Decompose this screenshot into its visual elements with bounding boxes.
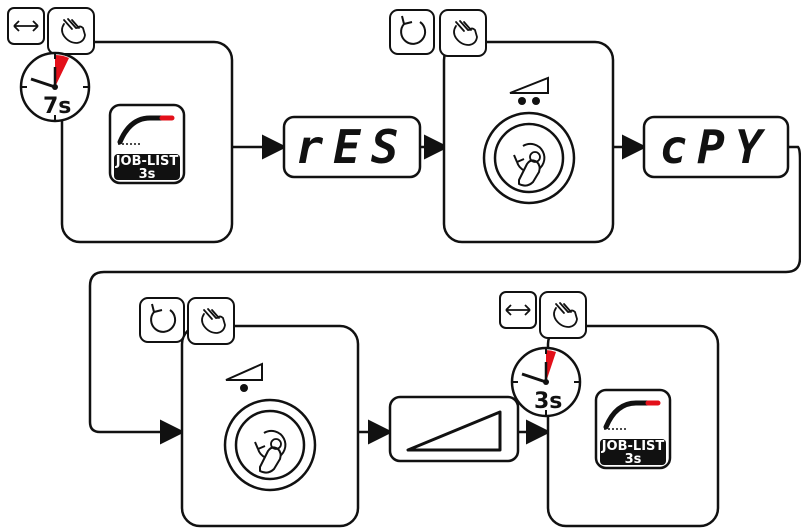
ramp-triangle-icon [406,410,502,452]
step1-box: 7s JOB-LIST 3s [7,7,234,244]
timer-label: 7s [43,94,71,119]
step2-box [389,9,615,244]
two-dots-indicator [518,97,540,105]
rotary-knob-press-icon [223,398,317,492]
double-arrow-icon [499,291,537,329]
badge-line2: 3s [139,167,156,182]
job-list-button-icon: JOB-LIST 3s [594,388,672,470]
timer-label: 3s [534,389,562,414]
display-res-text: rES [295,120,408,174]
pointing-hand-icon [47,7,95,55]
rotate-icon [389,9,435,55]
display-cpy: cPY [642,115,790,179]
ramp-small-icon [509,76,549,94]
arrow-wrap-to-step3 [88,145,801,445]
timer-7s-icon: 7s [19,51,91,123]
job-list-button-icon: JOB-LIST 3s [108,103,186,185]
display-res: rES [282,115,422,179]
pointing-hand-icon [539,291,587,339]
display-cpy-text: cPY [659,120,772,174]
connector-lines [88,134,801,445]
badge-line1: JOB-LIST [601,439,665,454]
step4-box: 3s JOB-LIST 3s [499,291,720,528]
badge-line1: JOB-LIST [115,154,179,169]
ramp-small-icon [225,362,263,381]
step3-box [139,297,360,528]
double-arrow-icon [7,7,45,45]
ramp-box [388,395,520,463]
timer-3s-icon: 3s [510,346,582,418]
rotate-icon [139,297,185,343]
one-dot-indicator [240,384,248,392]
rotary-knob-press-icon [482,111,576,205]
pointing-hand-icon [187,297,235,345]
pointing-hand-icon [439,9,487,57]
badge-line2: 3s [625,452,642,467]
